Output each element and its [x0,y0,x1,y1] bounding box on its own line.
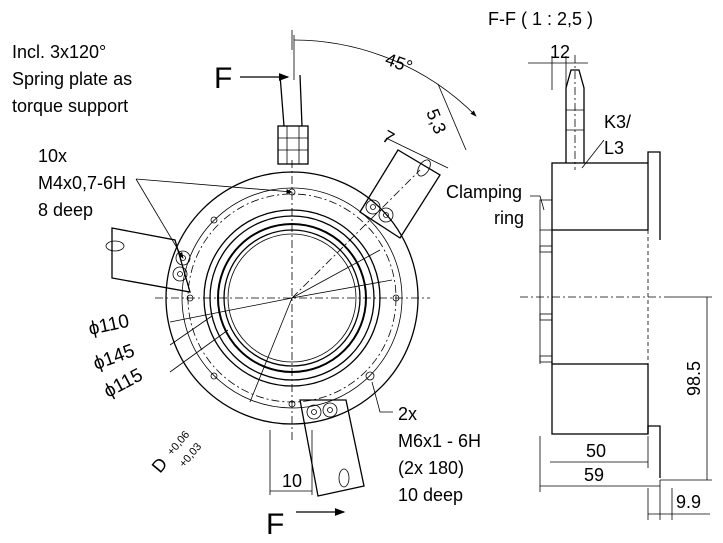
note-spring-2: Spring plate as [12,69,132,89]
dim-d-base: D [148,454,172,477]
bolt-hole [210,216,218,224]
section-marker-bottom: F [266,508,284,541]
dim-dia-110: ϕ110 [87,311,131,340]
right-flange-top [647,151,661,240]
section-title: F-F ( 1 : 2,5 ) [488,9,593,29]
section-cable-gland [565,69,585,163]
thread-10x-leader [135,178,184,259]
note-2x-4: 10 deep [398,485,463,505]
note-spring-3: torque support [12,96,128,116]
thread-10x-leader [135,178,293,194]
torque-arm-upper-right [359,149,441,239]
note-10x-2: M4x0,7-6H [38,173,126,193]
note-10x-3: 8 deep [38,200,93,220]
dim-angle-45: 45° [383,49,415,77]
dim-5-3-line [437,83,467,151]
dim-50: 50 [586,441,606,461]
k3l3-line1: K3/ [604,112,631,132]
torque-arm-bottom [299,399,365,497]
radial-leader [249,297,293,403]
bolt-hole [365,371,375,381]
dim-98-5: 98.5 [684,361,704,396]
upper-hatched-body [551,162,649,231]
dim-5-3: 5,3 [422,106,450,137]
note-2x-3: (2x 180) [398,458,464,478]
front-view [105,30,477,516]
angle-arc [293,39,477,117]
bolt-hole [210,372,218,380]
cable-line [279,74,285,127]
bolt-hole [392,294,400,302]
port [539,313,553,321]
clamping-leader [530,195,545,211]
k3l3-leader [581,139,605,169]
bolt-hole [186,294,194,302]
dim-9-9: 9.9 [676,492,701,512]
note-10x-1: 10x [38,146,67,166]
dim-59: 59 [584,465,604,485]
bolt-hole [288,400,296,408]
dia-145-leader [169,315,213,346]
lower-hatched-body [551,363,649,435]
cable-line [299,74,303,127]
diagonal-centerline [291,169,421,299]
k3l3-line2: L3 [604,138,624,158]
dim-7-line [385,137,449,169]
note-2x-2: M6x1 - 6H [398,431,481,451]
dim-7: 7 [379,126,398,148]
clamping-line2: ring [494,208,524,228]
thread-2x-leader [371,381,393,413]
port [539,355,553,363]
bore-ring-innermost [227,233,357,363]
dim-10: 10 [282,471,302,491]
clamping-line1: Clamping [446,182,522,202]
note-2x-1: 2x [398,404,417,424]
torque-arm-left [105,227,191,293]
port [539,245,553,253]
section-view [520,55,712,520]
dia-110-leader [169,297,293,323]
clamping-ring-shape [539,199,553,231]
radial-leader [291,279,393,299]
right-flange-bottom [647,425,661,478]
section-marker-top: F [214,62,232,95]
radial-leader [291,249,381,299]
dia-115-leader [169,329,229,373]
note-spring-1: Incl. 3x120° [12,42,106,62]
text-layer: F-F ( 1 : 2,5 ) Incl. 3x120° Spring plat… [12,9,704,541]
dim-12: 12 [550,42,570,62]
cable-gland [277,125,309,165]
